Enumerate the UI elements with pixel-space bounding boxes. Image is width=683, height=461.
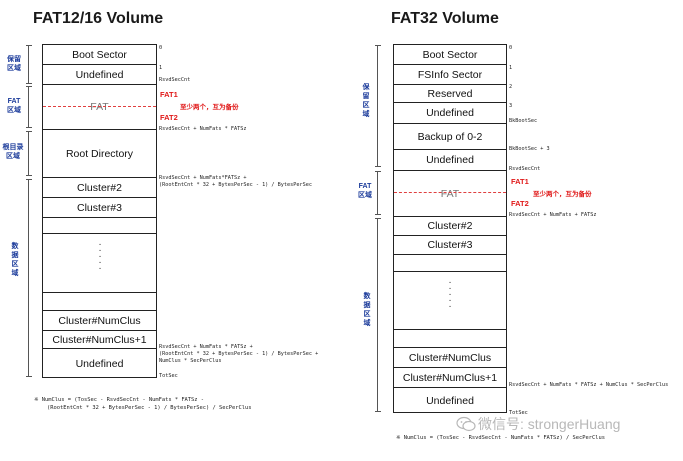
note-root-end: RsvdSecCnt + NumFats*FATSz + (RootEntCnt… bbox=[159, 175, 313, 188]
cell-blank-2 bbox=[43, 234, 156, 293]
bracket-data bbox=[375, 218, 381, 412]
fat-backup-note: 至少两个，互为备份 bbox=[533, 191, 592, 198]
region-data: 数 据 区 域 bbox=[11, 243, 19, 277]
note-bkbootsec-3: BkBootSec + 3 bbox=[509, 146, 550, 152]
fat2-label: FAT2 bbox=[511, 199, 529, 208]
cell-root-directory: Root Directory bbox=[43, 130, 156, 178]
cell-fat: FAT bbox=[43, 85, 156, 130]
left-footnote: ※ NumClus = (TosSec - RsvdSecCnt - NumFa… bbox=[34, 397, 252, 411]
cell-undefined-end: Undefined bbox=[75, 358, 124, 370]
bracket-root bbox=[26, 131, 32, 176]
cell-backup-0-2: Backup of 0-2 bbox=[394, 124, 506, 150]
cell-fat-label: FAT bbox=[90, 101, 109, 113]
note-totsec: TotSec bbox=[159, 373, 178, 379]
region-fat: FAT 区域 bbox=[358, 183, 372, 199]
cell-blank-3 bbox=[394, 330, 506, 348]
note-data-end: RsvdSecCnt + NumFats * FATSz + NumClus *… bbox=[509, 382, 669, 388]
left-title: FAT12/16 Volume bbox=[33, 10, 164, 27]
cell-reserved: Reserved bbox=[394, 85, 506, 103]
cell-undefined-2: Undefined bbox=[394, 150, 506, 171]
note-rsvdseccnt: RsvdSecCnt bbox=[159, 77, 191, 83]
note-0: 0 bbox=[159, 45, 163, 51]
cell-cluster-3: Cluster#3 bbox=[394, 236, 506, 255]
bracket-reserved bbox=[375, 45, 381, 167]
wechat-icon bbox=[456, 416, 476, 432]
bracket-fat bbox=[375, 171, 381, 215]
bracket-fat bbox=[26, 86, 32, 128]
cell-blank-2 bbox=[394, 272, 506, 330]
cell-fat-label: FAT bbox=[440, 187, 460, 200]
cell-boot-sector: Boot Sector bbox=[394, 45, 506, 65]
cell-cluster-2: Cluster#2 bbox=[43, 178, 156, 198]
region-data: 数 据 区 域 bbox=[363, 293, 371, 327]
note-bkbootsec: BkBootSec bbox=[509, 118, 538, 124]
cell-undefined: Undefined bbox=[43, 65, 156, 85]
note-1: 1 bbox=[159, 65, 163, 71]
region-reserved: 保留 区域 bbox=[7, 56, 21, 72]
cell-fsinfo-sector: FSInfo Sector bbox=[394, 65, 506, 85]
fat1-label: FAT1 bbox=[160, 90, 178, 99]
vertical-ellipsis-icon: ····· bbox=[448, 277, 452, 312]
note-1: 1 bbox=[509, 65, 513, 71]
cell-cluster-numclus-plus-1: Cluster#NumClus+1 bbox=[394, 368, 506, 388]
note-totsec: TotSec bbox=[509, 410, 528, 416]
note-data-end: RsvdSecCnt + NumFats * FATSz + (RootEntC… bbox=[159, 344, 319, 364]
fat2-label: FAT2 bbox=[160, 113, 178, 122]
cell-undefined-end: Undefined bbox=[426, 395, 474, 407]
note-rsvdseccnt: RsvdSecCnt bbox=[509, 166, 541, 172]
vertical-ellipsis-icon: ····· bbox=[98, 239, 102, 274]
cell-blank-1 bbox=[394, 255, 506, 272]
bracket-data bbox=[26, 179, 32, 377]
region-reserved: 保 留 区 域 bbox=[362, 84, 370, 118]
note-fat-end: RsvdSecCnt + NumFats + FATSz bbox=[509, 212, 597, 218]
fat32-layout: Boot Sector FSInfo Sector Reserved Undef… bbox=[393, 44, 507, 413]
region-fat: FAT 区域 bbox=[7, 98, 21, 114]
cell-blank-1 bbox=[43, 218, 156, 234]
cell-cluster-3: Cluster#3 bbox=[43, 198, 156, 218]
bracket-reserved bbox=[26, 45, 32, 84]
right-title: FAT32 Volume bbox=[391, 10, 499, 27]
cell-fat: FAT bbox=[394, 171, 506, 217]
note-3: 3 bbox=[509, 103, 513, 109]
cell-cluster-numclus: Cluster#NumClus bbox=[394, 348, 506, 368]
cell-cluster-numclus: Cluster#NumClus bbox=[43, 311, 156, 331]
cell-cluster-numclus-plus-1: Cluster#NumClus+1 bbox=[43, 331, 156, 349]
note-0: 0 bbox=[509, 45, 513, 51]
region-root: 根目录 区域 bbox=[2, 144, 24, 160]
cell-cluster-2: Cluster#2 bbox=[394, 217, 506, 236]
right-footnote: ※ NumClus = (TosSec - RsvdSecCnt - NumFa… bbox=[396, 435, 605, 441]
fat1-label: FAT1 bbox=[511, 177, 529, 186]
fat-divider bbox=[394, 192, 506, 193]
cell-blank-3 bbox=[43, 293, 156, 311]
note-fat-end: RsvdSecCnt + NumFats * FATSz bbox=[159, 126, 247, 132]
fat16-layout: Boot Sector Undefined FAT Root Directory… bbox=[42, 44, 157, 378]
cell-undefined: Undefined bbox=[394, 103, 506, 124]
cell-boot-sector: Boot Sector bbox=[43, 45, 156, 65]
fat-backup-note: 至少两个，互为备份 bbox=[180, 104, 239, 111]
note-2: 2 bbox=[509, 84, 513, 90]
fat-divider bbox=[43, 106, 156, 107]
watermark-text: 微信号: strongerHuang bbox=[478, 416, 621, 432]
